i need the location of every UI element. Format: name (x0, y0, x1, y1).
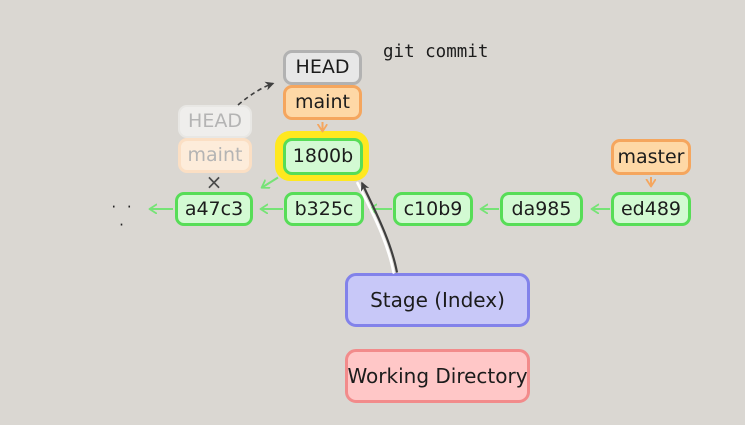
old-head-ref: HEAD (178, 105, 252, 138)
history-ellipsis: · · · (111, 198, 135, 234)
maint-ref: maint (283, 85, 362, 120)
commit-ed489: ed489 (611, 192, 691, 226)
commit-da985: da985 (500, 192, 583, 226)
commit-a47c3: a47c3 (175, 192, 253, 226)
stage-index-box: Stage (Index) (345, 273, 530, 327)
head-ref: HEAD (283, 50, 362, 85)
head-move-arrow (237, 81, 275, 106)
working-directory-box: Working Directory (345, 349, 530, 403)
commit-c10b9: c10b9 (393, 192, 473, 226)
commit-b325c: b325c (284, 192, 364, 226)
master-ref: master (611, 139, 691, 175)
diagram-title: git commit (383, 42, 489, 62)
stage-to-commit-arrow (360, 181, 399, 273)
old-maint-ref: maint (178, 138, 252, 173)
ref-pointer-arrows (323, 122, 652, 186)
new-commit-parent-arrow (262, 176, 279, 188)
deleted-pointer-cross: × (205, 170, 223, 194)
commit-new-1800b: 1800b (283, 138, 363, 175)
